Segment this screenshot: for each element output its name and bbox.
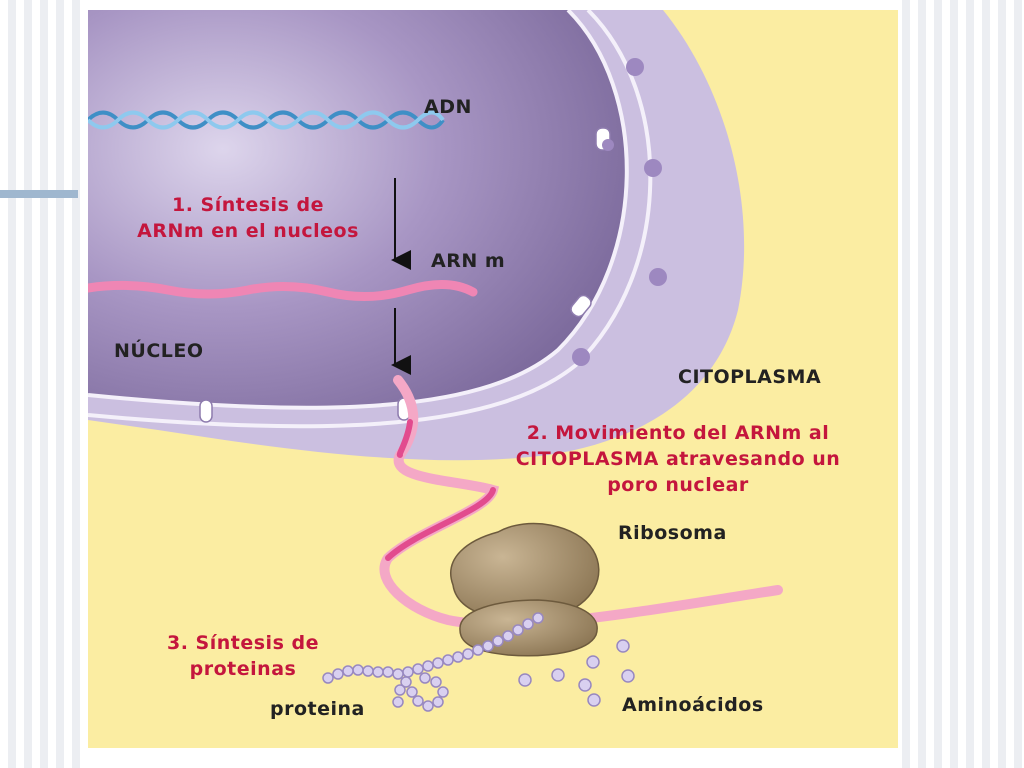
nuclear-envelope-inner <box>88 10 629 410</box>
membrane-proteins <box>572 58 667 366</box>
mrna-highlight <box>385 419 496 561</box>
step2-line3: poro nuclear <box>607 474 749 496</box>
left-stripe-decoration <box>0 0 80 768</box>
step2-caption: 2. Movimiento del ARNm al CITOPLASMA atr… <box>468 420 888 498</box>
step2-line1: 2. Movimiento del ARNm al <box>526 422 830 444</box>
label-citoplasma: CITOPLASMA <box>678 366 822 388</box>
nucleus-body <box>88 10 627 408</box>
label-proteina: proteina <box>270 698 365 720</box>
label-nucleo: NÚCLEO <box>114 340 204 362</box>
diagram-graphics <box>88 10 783 712</box>
step3-caption: 3. Síntesis de proteinas <box>143 630 343 682</box>
step3-line2: proteinas <box>189 658 297 680</box>
mrna-in-nucleus <box>88 279 478 301</box>
protein-synthesis-slide: ADN ARN m NÚCLEO CITOPLASMA Ribosoma pro… <box>88 10 898 748</box>
title-accent-bar <box>0 190 78 198</box>
label-aminoacidos: Aminoácidos <box>622 694 764 716</box>
step1-line2: ARNm en el nucleos <box>137 220 359 242</box>
protein-chain <box>322 612 544 712</box>
label-adn: ADN <box>424 96 472 118</box>
nuclear-envelope-outer <box>88 10 653 429</box>
label-arnm: ARN m <box>431 250 506 272</box>
right-stripe-decoration <box>894 0 1024 768</box>
step1-line1: 1. Síntesis de <box>172 194 324 216</box>
step2-line2: CITOPLASMA atravesando un <box>515 448 841 470</box>
nuclear-pores <box>199 127 611 423</box>
label-ribosoma: Ribosoma <box>618 522 727 544</box>
free-amino-acids <box>518 639 635 707</box>
dna-strand-b <box>88 110 445 130</box>
step1-caption: 1. Síntesis de ARNm en el nucleos <box>98 192 398 244</box>
step3-line1: 3. Síntesis de <box>167 632 319 654</box>
